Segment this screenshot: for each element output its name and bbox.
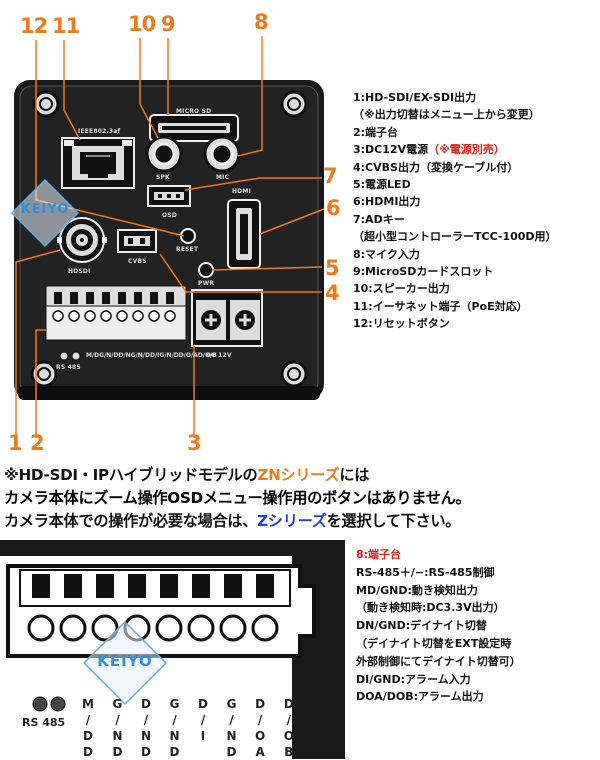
legend-item: 4:CVBS出力（変換ケーブル付） [353, 160, 519, 174]
terminal-col-label: D/O/B [197, 352, 217, 359]
legend-item: 2:端子台 [353, 125, 399, 139]
terminal-col-label: G/N/D [130, 352, 150, 359]
legend-item: 1:HD-SDI/EX-SDI出力 [353, 91, 477, 104]
legend-item: 3:DC12V電源（※電源別売） [353, 143, 505, 157]
corner-screw-icon [280, 90, 308, 118]
osd-connector [147, 185, 191, 207]
camera-rear-panel [14, 36, 325, 438]
ethernet-port [61, 137, 135, 189]
watermark-text: KEIYO [20, 202, 70, 217]
keiyo-watermark: KEIYO [82, 620, 168, 706]
spk-label: SPK [156, 174, 170, 181]
closeup-rs485-label: RS 485 [22, 716, 66, 729]
terminal-col-label: D/N [118, 352, 131, 359]
callout-12: 12 [20, 14, 48, 38]
watermark-text: KEIYO [97, 652, 153, 670]
microsd-label: MICRO SD [176, 108, 212, 115]
corner-screw-icon [30, 360, 58, 388]
terminal-legend-title: 8:端子台 [356, 548, 402, 561]
legend-item: 11:イーサネット端子（PoE対応） [353, 299, 528, 313]
hdmi-label: HDMI [232, 188, 252, 195]
callout-4: 4 [325, 281, 340, 305]
microsd-slot [149, 114, 239, 142]
watermark-diamond-icon [82, 620, 168, 706]
terminal-col-label: D/I [149, 352, 160, 359]
terminal-legend-item: （デイナイト切替をEXT設定時 [356, 636, 512, 650]
callout-11: 11 [52, 14, 80, 38]
mic-label: MIC [216, 174, 230, 181]
cvbs-label: CVBS [128, 258, 147, 265]
terminal-col-label: M/D [86, 352, 100, 359]
rs485-label: RS 485 [56, 364, 81, 371]
terminal-legend-item: RS-485＋/−:RS-485制御 [356, 565, 495, 579]
legend-item: 12:リセットボタン [353, 317, 450, 331]
cvbs-connector [117, 229, 157, 253]
terminal-col-label: G/N/D [159, 352, 179, 359]
terminal-block [45, 285, 187, 341]
mic-jack [203, 135, 241, 173]
terminal-column-labels: M/D G/N/D D/N G/N/D D/I G/N/D D/O/A D/O/… [86, 352, 217, 359]
keiyo-watermark: KEIYO [10, 178, 80, 248]
legend-item: （超小型コントローラーTCC-100D用） [353, 230, 557, 244]
callout-7: 7 [323, 164, 338, 188]
callout-8: 8 [254, 10, 269, 34]
hdmi-port [227, 199, 261, 269]
legend-item: 6:HDMI出力 [353, 195, 421, 209]
terminal-col-label: D/O/A [178, 352, 198, 359]
pwr-label: PWR [198, 280, 215, 287]
legend-item: 5:電源LED [353, 178, 411, 192]
legend-item: （※出力切替はメニュー上から変更） [353, 108, 540, 122]
legend-item: 10:スピーカー出力 [353, 282, 450, 296]
hdsdi-label: HDSDI [68, 268, 91, 275]
terminal-col-label: G/N/D [99, 352, 119, 359]
legend-item: 8:マイク入力 [353, 247, 420, 261]
corner-screw-icon [32, 90, 60, 118]
legend-note: （※電源別売） [428, 143, 505, 157]
callout-5: 5 [325, 256, 340, 280]
reset-label: RESET [176, 246, 199, 253]
callout-9: 9 [161, 12, 176, 36]
callout-6: 6 [326, 196, 341, 220]
power-led [198, 262, 214, 278]
terminal-closeup [0, 540, 345, 759]
terminal-legend-item: DI/GND:アラーム入力 [356, 672, 471, 686]
callout-leader-lines [15, 36, 325, 438]
terminal-legend-item: DOA/DOB:アラーム出力 [356, 690, 484, 704]
speaker-jack [145, 135, 183, 173]
port-legend: 1:HD-SDI/EX-SDI出力 （※出力切替はメニュー上から変更） 2:端子… [353, 89, 598, 333]
osd-label: OSD [162, 212, 178, 219]
ieee-label: IEEE802.3af [78, 128, 121, 135]
dc12v-label: DC 12V [206, 352, 232, 359]
watermark-diamond-icon [10, 178, 80, 248]
closeup-col: D/I [198, 697, 208, 743]
dc12v-terminal [191, 289, 263, 347]
callout-1: 1 [8, 431, 23, 455]
legend-item: 7:ADキー [353, 212, 405, 226]
notice-line-3: カメラ本体での操作が必要な場合は、Zシリーズを選択して下さい。 [4, 512, 461, 530]
callout-2: 2 [30, 431, 45, 455]
terminal-legend-item: 外部制御にてデイナイト切替可） [356, 654, 521, 668]
corner-screw-icon [280, 360, 308, 388]
terminal-legend: 8:端子台 RS-485＋/−:RS-485制御 MD/GND:動き検知出力 （… [356, 546, 596, 706]
notice-line-1: ※HD-SDI・IPハイブリッドモデルのZNシリーズには [4, 466, 370, 484]
callout-10: 10 [128, 12, 156, 36]
terminal-legend-item: （動き検知時:DC3.3V出力） [356, 601, 505, 615]
legend-item: 9:MicroSDカードスロット [353, 265, 494, 279]
callout-3: 3 [187, 431, 202, 455]
terminal-legend-item: DN/GND:デイナイト切替 [356, 619, 487, 633]
bnc-connector [57, 217, 107, 263]
notice-line-2: カメラ本体にズーム操作OSDメニュー操作用のボタンはありません。 [4, 489, 471, 507]
terminal-legend-item: MD/GND:動き検知出力 [356, 583, 478, 597]
